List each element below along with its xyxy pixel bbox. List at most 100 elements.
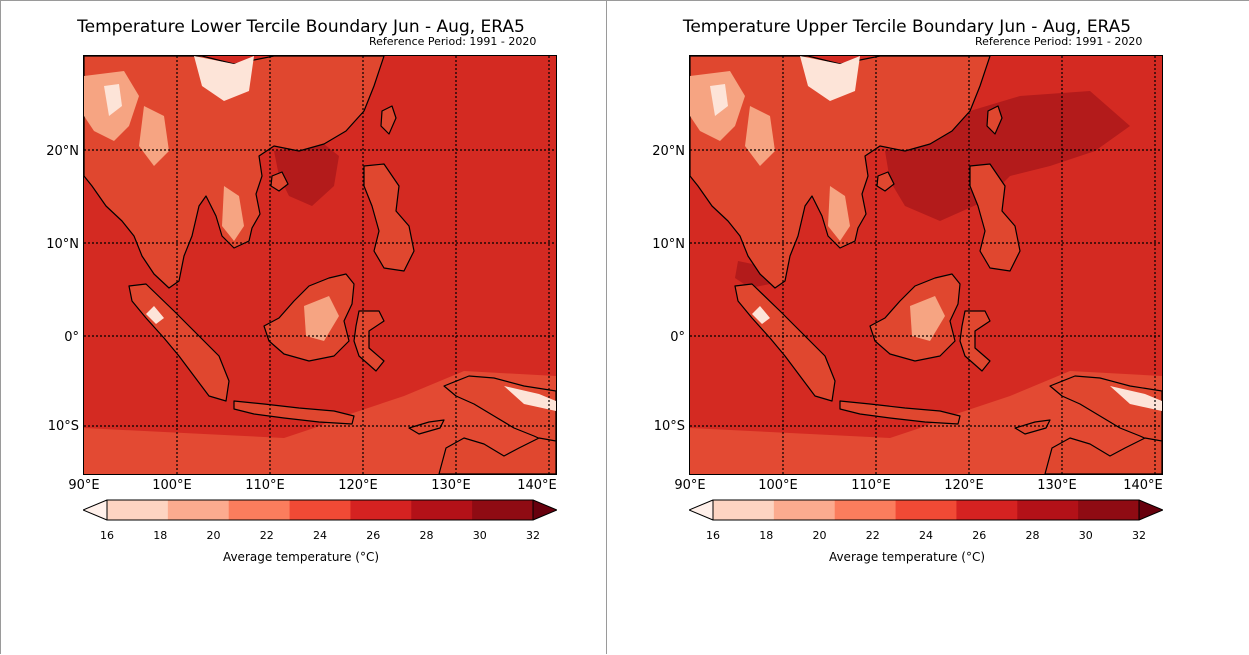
table-cell-left: Temperature Lower Tercile Boundary Jun -…	[0, 0, 607, 654]
colorbar-bin	[228, 500, 291, 520]
landmass-taiwan	[380, 105, 397, 135]
landmass-timor	[1014, 419, 1051, 435]
lon-label-90e: 90°E	[68, 478, 100, 493]
colorbar-bin	[350, 500, 412, 520]
highland-area	[139, 106, 169, 166]
highland-area	[828, 186, 850, 241]
colorbar-label: Average temperature (°C)	[828, 550, 986, 564]
colorbar-bin	[107, 500, 169, 520]
reference-period: Reference Period: 1991 - 2020	[369, 35, 537, 48]
southern-cool-sea	[690, 371, 1162, 474]
lon-label-90e: 90°E	[674, 478, 706, 493]
mountain-area	[1110, 386, 1162, 411]
map-panel-lower-tercile: Temperature Lower Tercile Boundary Jun -…	[1, 1, 601, 655]
map-svg	[690, 56, 1162, 474]
colorbar-bin	[167, 500, 230, 520]
mountain-area	[710, 84, 728, 116]
lat-label-10s: 10°S	[47, 419, 79, 434]
colorbar-extend-min	[688, 499, 714, 521]
mountain-area	[194, 56, 254, 101]
landmass-australia	[1044, 437, 1162, 474]
colorbar-tick-label: 24	[313, 529, 327, 542]
colorbar-bin	[472, 500, 534, 520]
colorbar-bin	[1017, 500, 1079, 520]
lat-label-10n: 10°N	[46, 237, 79, 252]
lon-label-120e: 120°E	[944, 478, 984, 493]
mountain-area	[504, 386, 556, 411]
lat-label-10s: 10°S	[653, 419, 685, 434]
southern-cool-sea	[84, 371, 556, 474]
lon-label-140e: 140°E	[517, 478, 557, 493]
highland-area	[222, 186, 244, 241]
mountain-area	[104, 84, 122, 116]
landmass-taiwan	[986, 105, 1003, 135]
colorbar-label: Average temperature (°C)	[222, 550, 380, 564]
colorbar-svg	[82, 499, 558, 521]
map-title: Temperature Lower Tercile Boundary Jun -…	[77, 17, 525, 37]
highland-area	[304, 296, 339, 341]
lon-label-110e: 110°E	[245, 478, 285, 493]
colorbar-svg	[688, 499, 1164, 521]
landmass-java	[839, 400, 961, 425]
highland-area	[745, 106, 775, 166]
colorbar	[688, 499, 1164, 521]
colorbar-bin	[956, 500, 1018, 520]
landmass-hainan	[876, 171, 895, 192]
colorbar-bin	[1078, 500, 1140, 520]
landmass-java	[233, 400, 355, 425]
colorbar-extend-max	[532, 499, 558, 521]
colorbar-outline	[106, 499, 534, 521]
landmass-sulawesi	[959, 310, 991, 372]
colorbar-tick-label: 28	[419, 529, 434, 542]
colorbar-extend-max	[1138, 499, 1164, 521]
lon-label-100e: 100°E	[152, 478, 192, 493]
colorbar-tick-label: 30	[472, 529, 487, 542]
lat-label-0: 0°	[64, 330, 79, 345]
colorbar-bin	[773, 500, 836, 520]
mountain-area	[800, 56, 860, 101]
colorbar-tick-label: 22	[865, 529, 880, 542]
lat-label-20n: 20°N	[652, 144, 685, 159]
table-cell-right: Temperature Upper Tercile Boundary Jun -…	[607, 0, 1249, 654]
landmass-philippines	[363, 163, 415, 272]
lon-label-100e: 100°E	[758, 478, 798, 493]
landmass-timor	[408, 419, 445, 435]
colorbar	[82, 499, 558, 521]
lon-label-130e: 130°E	[1037, 478, 1077, 493]
mountain-area	[146, 306, 164, 324]
lat-label-20n: 20°N	[46, 144, 79, 159]
map-title: Temperature Upper Tercile Boundary Jun -…	[682, 17, 1132, 37]
highland-area	[910, 296, 945, 341]
reference-period: Reference Period: 1991 - 2020	[975, 35, 1143, 48]
colorbar-tick-label: 32	[1132, 529, 1146, 542]
colorbar-extend-min	[82, 499, 108, 521]
colorbar-tick-label: 18	[759, 529, 774, 542]
colorbar-bin	[834, 500, 897, 520]
lat-label-0: 0°	[670, 330, 685, 345]
map-svg	[84, 56, 556, 474]
colorbar-bin	[895, 500, 957, 520]
temperature-map	[83, 55, 557, 475]
colorbar-tick-label: 22	[259, 529, 274, 542]
colorbar-tick-label: 32	[526, 529, 540, 542]
colorbar-outline	[712, 499, 1140, 521]
colorbar-bin	[289, 500, 351, 520]
lon-label-140e: 140°E	[1123, 478, 1163, 493]
colorbar-tick-label: 18	[153, 529, 168, 542]
lon-label-120e: 120°E	[338, 478, 378, 493]
colorbar-tick-label: 26	[366, 529, 381, 542]
landmass-australia	[438, 437, 556, 474]
colorbar-bin	[411, 500, 473, 520]
colorbar-bin	[713, 500, 775, 520]
temperature-map	[689, 55, 1163, 475]
warm-sea-patch	[274, 144, 339, 206]
landmass-hainan	[270, 171, 289, 192]
colorbar-tick-label: 16	[706, 529, 720, 542]
colorbar-tick-label: 20	[812, 529, 827, 542]
colorbar-tick-label: 28	[1025, 529, 1040, 542]
mountain-area	[752, 306, 770, 324]
colorbar-tick-label: 26	[972, 529, 987, 542]
lon-label-110e: 110°E	[851, 478, 891, 493]
colorbar-tick-label: 30	[1078, 529, 1093, 542]
colorbar-tick-label: 16	[100, 529, 114, 542]
